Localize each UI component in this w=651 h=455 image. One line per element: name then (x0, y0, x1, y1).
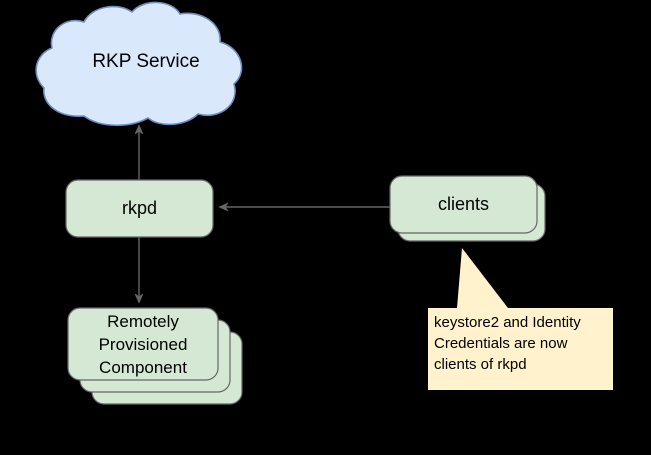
callout-pointer (457, 248, 508, 308)
clients-stack-layer-front (389, 175, 538, 234)
node-remotely-provisioned-component-stack[interactable] (67, 307, 243, 405)
node-clients-stack[interactable] (389, 175, 546, 242)
rpc-stack-layer-front (67, 307, 219, 381)
node-rkpd-box[interactable] (65, 179, 214, 238)
callout-clients-note[interactable] (428, 248, 613, 390)
callout-body (428, 308, 613, 390)
node-rkp-service-cloud[interactable] (35, 1, 243, 127)
